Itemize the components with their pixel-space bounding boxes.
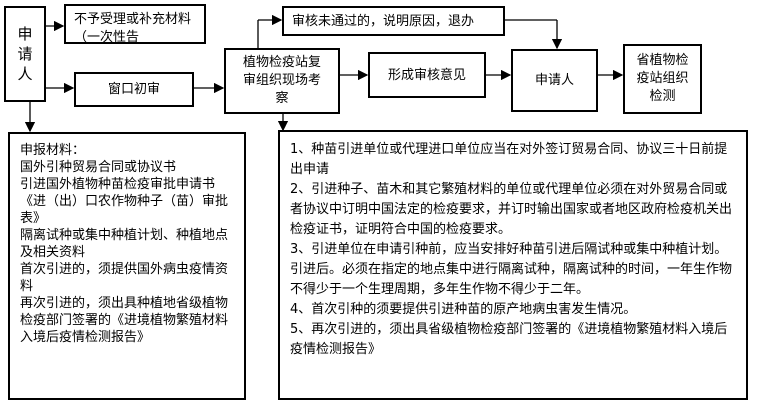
requirement-item-3: 3、引进单位在申请引种前，应当安排好种苗引进后隔试种或集中种植计划。引进后。必须…: [290, 242, 733, 297]
materials-line-application: 引进国外植物种苗检疫审批申请书: [20, 177, 216, 192]
window-check-label: 窗口初审: [107, 82, 160, 97]
materials-line-re-import: 再次引进的，须出具种植地省级植物检疫部门签署的《进境植物繁殖材料入境后疫情检测报…: [20, 296, 229, 345]
materials-box: 申报材料： 国外引种贸易合同或协议书 引进国外植物种苗检疫审批申请书 《进（出）…: [8, 132, 246, 400]
requirement-item-5: 5、再次引进的，须出具省级植物检疫部门签署的《进境植物繁殖材料入境后疫情检测报告…: [290, 322, 728, 357]
review-node: 植物检疫站复审组织现场考察: [224, 48, 340, 114]
opinion-label: 形成审核意见: [387, 67, 466, 83]
materials-line-plan: 隔离试种或集中种植计划、种植地点及相关资料: [20, 228, 229, 260]
fail-notice-label: 审核未通过的，说明原因，退办: [292, 14, 475, 29]
window-check-node: 窗口初审: [74, 72, 194, 107]
no-accept-label: 不予受理或补充材料（一次性告: [74, 12, 192, 44]
no-accept-node: 不予受理或补充材料（一次性告: [64, 4, 206, 44]
requirement-item-2: 2、引进种子、苗木和其它繁殖材料的单位或代理单位必须在对外贸易合同或者协议中订明…: [290, 182, 733, 237]
applicant-left-node: 申请人: [4, 6, 46, 102]
materials-line-approval-form: 《进（出）口农作物种子（苗）审批表》: [20, 194, 229, 226]
applicant-left-label: 申请人: [17, 25, 33, 83]
materials-line-contract: 国外引种贸易合同或协议书: [20, 160, 177, 175]
fail-notice-node: 审核未通过的，说明原因，退办: [282, 6, 505, 36]
requirement-item-1: 1、种苗引进单位或代理进口单位应当在对外签订贸易合同、协议三十日前提出申请: [290, 142, 728, 177]
applicant-right-node: 申请人: [511, 49, 598, 112]
requirement-item-4: 4、首次引种的须要提供引进种苗的原产地病虫害发生情况。: [290, 302, 637, 317]
materials-line-first-import: 首次引进的，须提供国外病虫疫情资料: [20, 262, 229, 294]
materials-line-header: 申报材料：: [20, 143, 86, 158]
provincial-label: 省植物检疫站组织检测: [636, 53, 689, 104]
review-label: 植物检疫站复审组织现场考察: [242, 55, 321, 106]
requirements-box: 1、种苗引进单位或代理进口单位应当在对外签订贸易合同、协议三十日前提出申请 2、…: [278, 130, 748, 400]
applicant-right-label: 申请人: [534, 73, 574, 88]
opinion-node: 形成审核意见: [368, 52, 486, 98]
provincial-node: 省植物检疫站组织检测: [623, 44, 702, 114]
